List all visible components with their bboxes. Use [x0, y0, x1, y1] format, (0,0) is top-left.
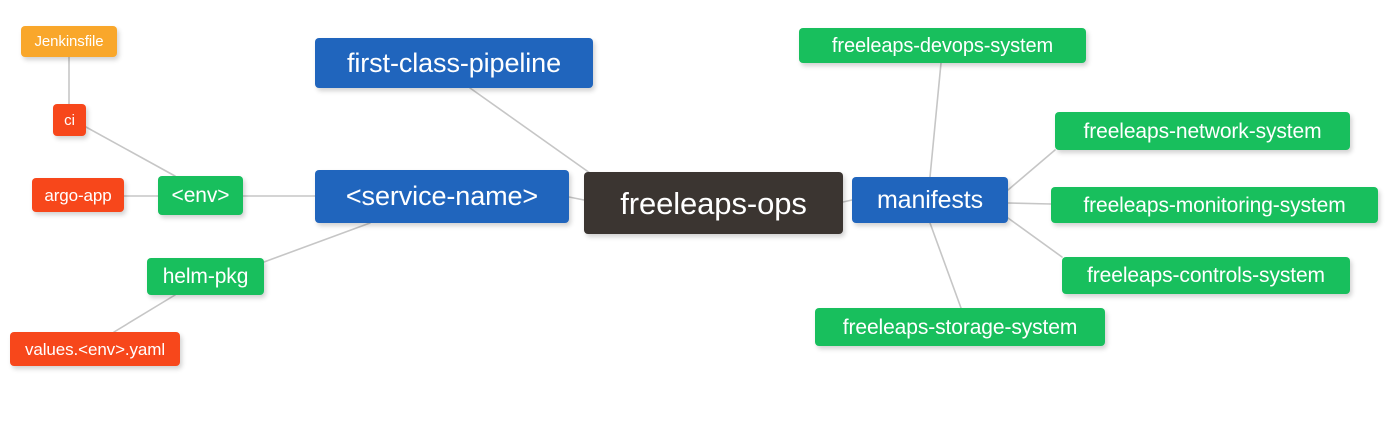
node-helm-pkg[interactable]: helm-pkg [147, 258, 264, 295]
node-storage-system[interactable]: freeleaps-storage-system [815, 308, 1105, 346]
node-label-monitoring-system: freeleaps-monitoring-system [1083, 193, 1346, 217]
node-argo-app[interactable]: argo-app [32, 178, 124, 212]
node-ci[interactable]: ci [53, 104, 86, 136]
node-network-system[interactable]: freeleaps-network-system [1055, 112, 1350, 150]
node-values-yaml[interactable]: values.<env>.yaml [10, 332, 180, 366]
node-label-helm-pkg: helm-pkg [162, 265, 249, 288]
edge-manifests-devops-system [929, 62, 942, 178]
node-label-manifests: manifests [876, 185, 984, 214]
edge-manifests-network-system [1007, 149, 1056, 191]
node-service-name[interactable]: <service-name> [315, 170, 569, 223]
node-label-devops-system: freeleaps-devops-system [831, 34, 1054, 57]
node-label-ci: ci [64, 111, 75, 129]
edge-manifests-storage-system [929, 222, 962, 309]
node-label-controls-system: freeleaps-controls-system [1087, 264, 1325, 287]
node-devops-system[interactable]: freeleaps-devops-system [799, 28, 1086, 63]
edge-manifests-controls-system [1007, 217, 1063, 258]
node-label-first-class-pipeline: first-class-pipeline [346, 47, 562, 78]
edge-service-name-helm-pkg [263, 222, 371, 263]
node-label-jenkinsfile: Jenkinsfile [34, 33, 104, 50]
node-first-class-pipeline[interactable]: first-class-pipeline [315, 38, 593, 88]
node-env[interactable]: <env> [158, 176, 243, 215]
edge-root-manifests [842, 199, 853, 203]
node-monitoring-system[interactable]: freeleaps-monitoring-system [1051, 187, 1378, 223]
node-label-network-system: freeleaps-network-system [1083, 119, 1322, 143]
edge-root-first-class-pipeline [469, 87, 598, 179]
node-manifests[interactable]: manifests [852, 177, 1008, 223]
node-label-root: freeleaps-ops [620, 185, 807, 221]
node-label-storage-system: freeleaps-storage-system [842, 315, 1078, 339]
node-jenkinsfile[interactable]: Jenkinsfile [21, 26, 117, 57]
node-label-argo-app: argo-app [44, 185, 112, 205]
edge-helm-pkg-values-yaml [113, 294, 176, 333]
node-root[interactable]: freeleaps-ops [584, 172, 843, 234]
node-label-service-name: <service-name> [345, 181, 539, 211]
edge-env-ci [85, 126, 176, 177]
edge-root-service-name [568, 196, 585, 201]
node-label-values-yaml: values.<env>.yaml [24, 339, 166, 359]
edge-manifests-monitoring-system [1007, 202, 1052, 205]
node-controls-system[interactable]: freeleaps-controls-system [1062, 257, 1350, 294]
node-label-env: <env> [171, 184, 230, 207]
